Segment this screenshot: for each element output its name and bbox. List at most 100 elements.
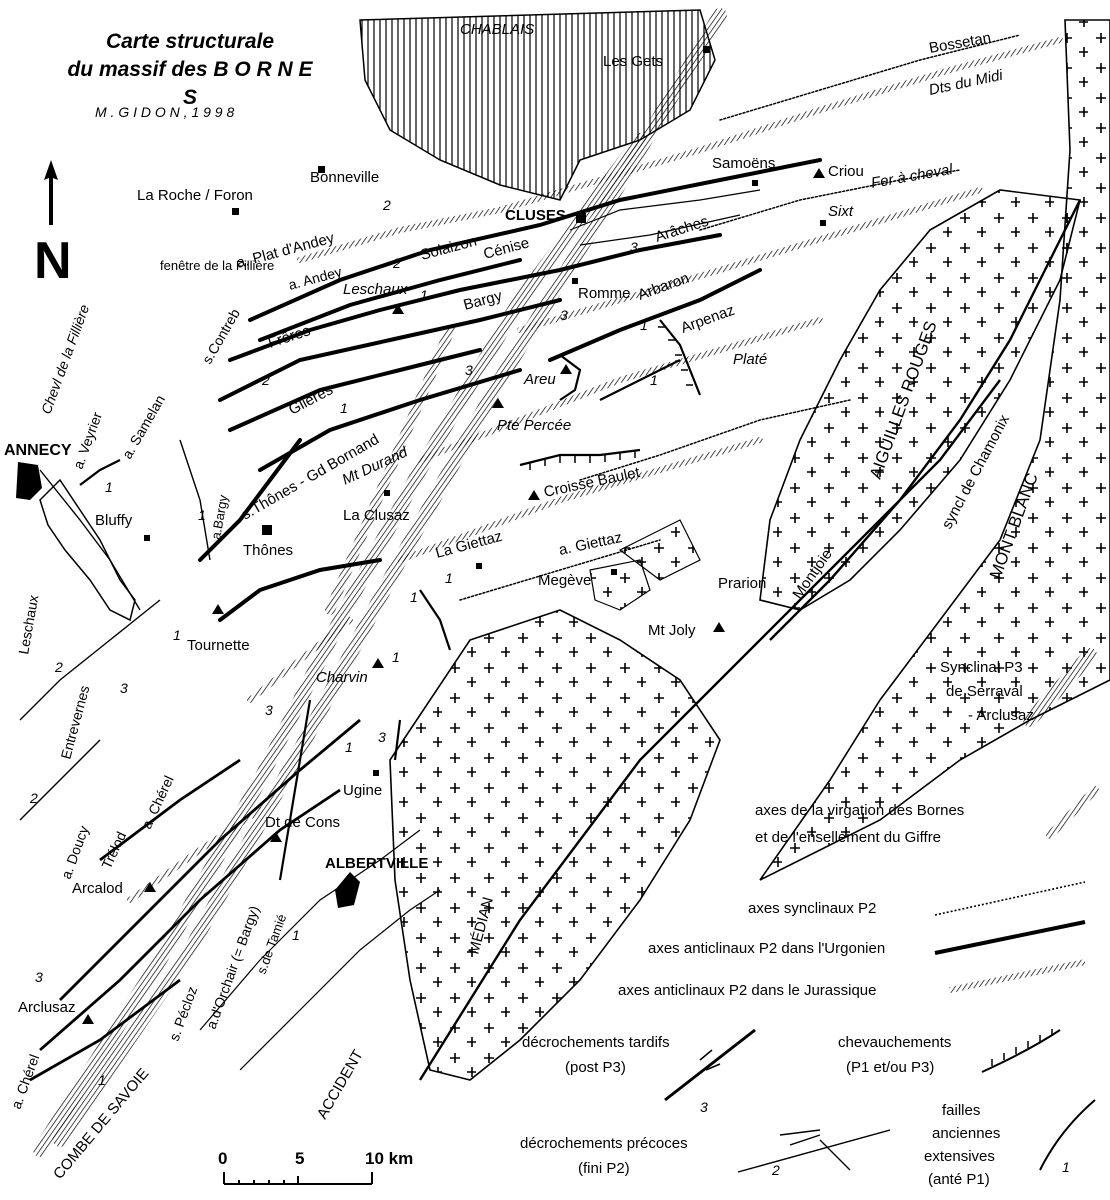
fault-numbers: 2 2 1 3 3 1 1 3 1 2 1 1 1 1 1 1 3 2 3 3 … bbox=[29, 197, 658, 1088]
legend: Synclinal P3 de Serraval - Arclusaz axes… bbox=[520, 648, 1099, 1188]
label-mt-joly: Mt Joly bbox=[648, 622, 696, 639]
label-leschaux-left: Leschaux bbox=[15, 594, 41, 656]
label-entrevernes: Entrevernes bbox=[57, 684, 92, 761]
map-title: Carte structurale du massif des B O R N … bbox=[60, 28, 320, 112]
label-areu: Areu bbox=[523, 371, 556, 388]
label-prarion: Prarion bbox=[718, 575, 766, 592]
legend-decro-arrows-icon bbox=[699, 1049, 721, 1071]
label-fer-a-cheval: Fer à cheval bbox=[870, 161, 955, 192]
north-letter: N bbox=[34, 232, 72, 290]
map-author: M . G I D O N , 1 9 9 8 bbox=[95, 104, 235, 120]
label-albertville: ALBERTVILLE bbox=[325, 855, 428, 872]
fault-number: 1 bbox=[640, 317, 648, 333]
label-arpenaz: Arpenaz bbox=[679, 302, 737, 337]
giettaz-area bbox=[618, 519, 701, 581]
label-criou: Criou bbox=[828, 163, 864, 180]
fault-number: 3 bbox=[560, 307, 568, 323]
fault-number: 2 bbox=[392, 255, 401, 271]
label-ugine: Ugine bbox=[343, 782, 382, 799]
label-arcalod: Arcalod bbox=[72, 880, 123, 897]
scale-0: 0 bbox=[218, 1149, 227, 1168]
mont-blanc-massif bbox=[759, 19, 1110, 881]
fault-number: 1 bbox=[198, 507, 206, 523]
legend-num-1: 1 bbox=[1062, 1159, 1070, 1175]
label-andey: a. Andey bbox=[287, 263, 344, 293]
label-a-cherel: a. Chérel bbox=[138, 773, 177, 831]
label-thones: Thônes bbox=[243, 542, 293, 559]
scale-line bbox=[223, 1172, 373, 1185]
label-arbaron: Arbaron bbox=[636, 270, 692, 304]
chamonix-syncline-line bbox=[769, 199, 1082, 641]
title-line-1: Carte structurale bbox=[105, 30, 275, 53]
fault-number: 1 bbox=[173, 627, 181, 643]
label-megeve: Megève bbox=[538, 572, 591, 589]
label-romme: Romme bbox=[578, 285, 631, 302]
north-arrow: N bbox=[34, 160, 72, 290]
fault-number: 1 bbox=[340, 400, 348, 416]
label-fenetre-fillere: fenêtre de la Fillière bbox=[160, 258, 274, 273]
fault-number: 2 bbox=[261, 372, 270, 388]
label-bonneville: Bonneville bbox=[310, 169, 379, 186]
label-pte-percee: Pte Percée bbox=[497, 417, 571, 434]
thrust-ticks bbox=[529, 326, 693, 470]
legend-decro-precoces-symbol bbox=[737, 1129, 891, 1173]
fault-number: 1 bbox=[105, 479, 113, 495]
label-charvin: Charvin bbox=[316, 669, 368, 686]
legend-decro-precoces-arrows-icon bbox=[779, 1129, 851, 1171]
fault-number: 1 bbox=[345, 739, 353, 755]
fault-number: 2 bbox=[382, 197, 391, 213]
lake-annecy bbox=[39, 478, 136, 622]
late-strike-slip-faults bbox=[29, 718, 361, 1082]
legend-num-3: 3 bbox=[700, 1099, 708, 1115]
legend-failles-1: failles bbox=[942, 1102, 980, 1119]
legend-synclinal-p3: Synclinal P3 bbox=[940, 659, 1023, 676]
early-faults bbox=[19, 439, 211, 821]
title-line-2: du massif des B O R N E S bbox=[67, 58, 313, 109]
legend-virgation-2: et de l'ensellement du Giffre bbox=[755, 829, 941, 846]
label-cluses: CLUSES bbox=[505, 207, 566, 224]
legend-decro-tardifs-2: (post P3) bbox=[565, 1059, 626, 1076]
legend-decro-tardifs-symbol bbox=[664, 1028, 756, 1102]
label-annecy: ANNECY bbox=[4, 442, 72, 459]
belledonne-massif bbox=[389, 609, 721, 1081]
legend-thrust-ticks-icon bbox=[991, 1029, 1053, 1066]
label-chevl-fillere: Chevl de la Fillière bbox=[38, 302, 92, 416]
fault-number: 2 bbox=[29, 790, 38, 806]
ancient-extensional-faults bbox=[278, 359, 681, 881]
legend-anticl-jurassique-symbol bbox=[949, 959, 1086, 993]
albertville-town bbox=[335, 872, 360, 908]
label-plate: Platé bbox=[733, 351, 767, 368]
aiguilles-rouges-massif bbox=[759, 189, 1081, 611]
label-trelod: Trélod bbox=[98, 829, 129, 871]
label-croisse-baulet: Croisse Baulet bbox=[542, 464, 642, 501]
label-a-cherel-bottom: a. Chérel bbox=[8, 1052, 42, 1111]
urgonian-anticline-axes bbox=[198, 158, 822, 622]
legend-virgation-1: axes de la virgation des Bornes bbox=[755, 802, 964, 819]
fault-number: 1 bbox=[650, 372, 658, 388]
legend-anticl-urgonien-symbol bbox=[934, 920, 1086, 955]
legend-serraval-symbol bbox=[1023, 648, 1097, 727]
scale-5: 5 bbox=[295, 1149, 304, 1168]
fault-number: 1 bbox=[292, 927, 300, 943]
label-la-clusaz: La Clusaz bbox=[343, 507, 410, 524]
north-arrow-icon bbox=[44, 160, 58, 225]
label-bargy: Bargy bbox=[462, 287, 505, 314]
label-s-pecloz: s. Pécloz bbox=[166, 984, 200, 1043]
label-tournette: Tournette bbox=[187, 637, 250, 654]
fault-number: 1 bbox=[410, 589, 418, 605]
fault-number: 1 bbox=[392, 649, 400, 665]
peak-markers bbox=[82, 168, 825, 1024]
scale-10: 10 km bbox=[365, 1149, 413, 1168]
fault-number: 3 bbox=[465, 362, 473, 378]
fault-number: 2 bbox=[54, 659, 63, 675]
legend-chevauch-1: chevauchements bbox=[838, 1034, 951, 1051]
megeve-area bbox=[589, 559, 651, 611]
thrusts bbox=[79, 319, 702, 486]
label-samelan: a. Samelan bbox=[119, 392, 168, 461]
fault-number: 3 bbox=[378, 729, 386, 745]
fault-number: 1 bbox=[98, 1072, 106, 1088]
legend-failles-symbol bbox=[1039, 1099, 1096, 1171]
legend-decro-precoces-2: (fini P2) bbox=[578, 1160, 630, 1177]
legend-chevauch-2: (P1 et/ou P3) bbox=[846, 1059, 934, 1076]
